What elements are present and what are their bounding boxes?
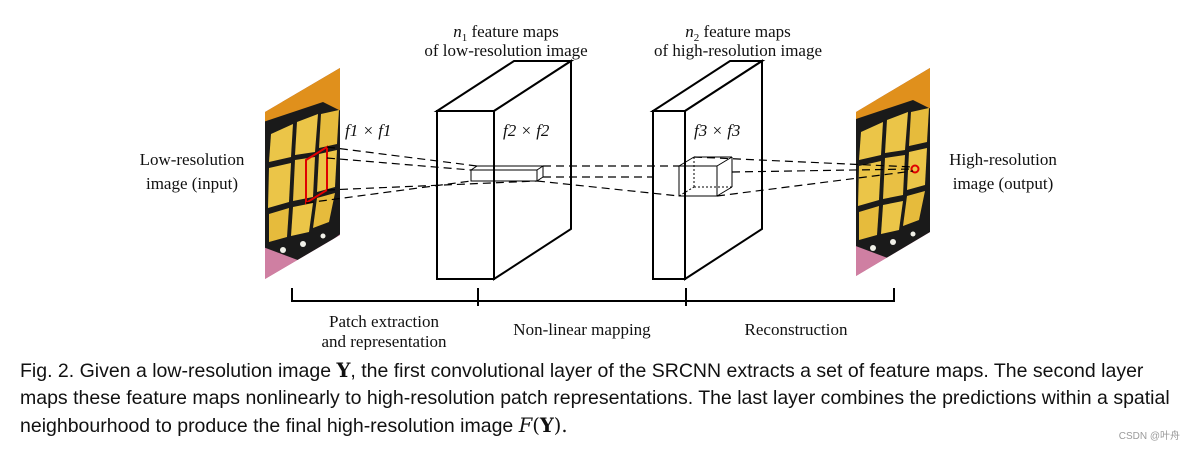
output-label-line2: image (output) — [953, 174, 1054, 193]
caption-symbol-f: F — [518, 414, 533, 437]
figure-caption: Fig. 2. Given a low-resolution image Y, … — [20, 357, 1184, 440]
fmap1-title-line2: of low-resolution image — [424, 41, 587, 60]
srcnn-diagram: Low-resolution image (input) High-resolu… — [140, 22, 1058, 350]
filter-size-3: f3 × f3 — [694, 121, 740, 140]
caption-symbol-y2: Y — [539, 414, 554, 437]
stage-label-1-line2: and representation — [321, 332, 447, 350]
stage-braces — [291, 288, 895, 306]
output-label-line1: High-resolution — [949, 150, 1057, 169]
filter-size-2: f2 × f2 — [503, 121, 550, 140]
fmap2-rest: feature maps — [699, 22, 791, 41]
fmap1-n: n — [453, 22, 462, 41]
caption-text-1: Fig. 2. Given a low-resolution image — [20, 360, 337, 382]
patch-cuboid-1 — [470, 165, 544, 182]
caption-text-2: , the first convolutional layer of the S… — [20, 360, 1170, 437]
input-label-line2: image (input) — [146, 174, 238, 193]
fmap2-title-line2: of high-resolution image — [654, 41, 822, 60]
stage-label-3: Reconstruction — [745, 320, 848, 339]
stage-label-1-line1: Patch extraction — [329, 312, 439, 331]
output-pixel — [910, 164, 920, 174]
feature-map-block-2 — [649, 59, 766, 281]
caption-symbol-y: Y — [336, 359, 351, 382]
watermark: CSDN @叶舟 — [1118, 431, 1180, 442]
filter-size-1: f1 × f1 — [345, 121, 391, 140]
caption-paren-open: ( — [532, 414, 540, 437]
caption-paren-close: ). — [553, 414, 568, 437]
fmap1-title-line1: n1 feature maps — [453, 22, 559, 44]
fmap2-sub: 2 — [694, 32, 700, 44]
fmap2-title-line1: n2 feature maps — [685, 22, 791, 44]
fmap1-rest: feature maps — [467, 22, 559, 41]
stage-label-2: Non-linear mapping — [513, 320, 651, 339]
input-label-line1: Low-resolution — [140, 150, 245, 169]
fmap2-n: n — [685, 22, 694, 41]
projection-lines — [305, 146, 914, 204]
input-image — [265, 68, 340, 279]
fmap1-sub: 1 — [462, 32, 468, 44]
